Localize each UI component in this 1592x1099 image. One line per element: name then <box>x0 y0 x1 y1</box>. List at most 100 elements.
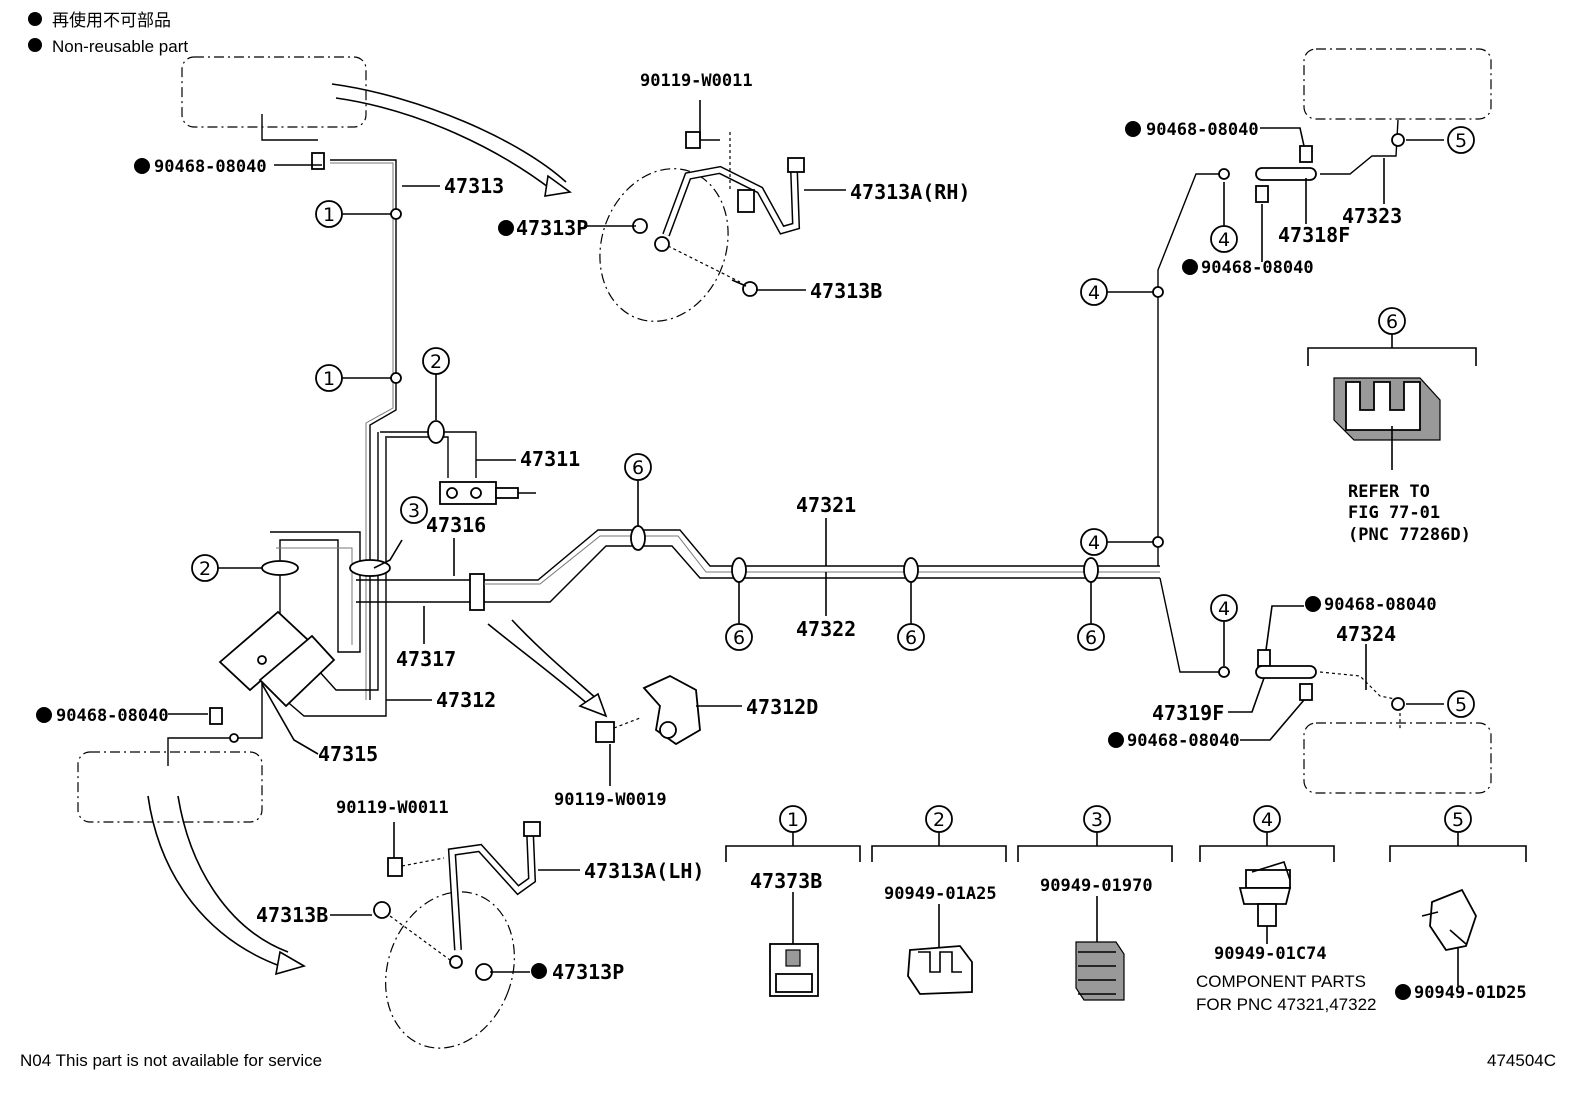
legend-japanese: 再使用不可部品 <box>52 10 171 30</box>
label-47321: 47321 <box>796 493 856 517</box>
svg-text:5: 5 <box>1455 694 1467 716</box>
callout-circles: 1 1 2 2 3 6 6 6 6 4 4 4 4 5 5 6 1 2 3 4 … <box>191 126 1475 833</box>
label-47311: 47311 <box>520 447 580 471</box>
non-reusable-markers <box>36 121 1411 1000</box>
svg-text:6: 6 <box>1085 627 1097 649</box>
label-90119-w0011-top: 90119-W0011 <box>640 71 753 91</box>
svg-text:2: 2 <box>430 351 442 373</box>
callout-1a: 1 <box>315 200 343 228</box>
leader-lines <box>168 100 1459 986</box>
label-refer-pnc: (PNC 77286D) <box>1348 525 1471 545</box>
clip-90949-01970-icon <box>1075 941 1125 1001</box>
flex-hose-rh <box>599 131 805 322</box>
label-47322: 47322 <box>796 617 856 641</box>
svg-text:4: 4 <box>1218 598 1230 620</box>
label-47316: 47316 <box>426 513 486 537</box>
svg-text:1: 1 <box>323 204 335 226</box>
pipe-clips <box>261 133 1405 711</box>
label-90119-w0011-bottom: 90119-W0011 <box>336 798 449 818</box>
label-90468-bottomright-1: 90468-08040 <box>1324 595 1437 615</box>
svg-text:6: 6 <box>1386 311 1398 333</box>
callout-6b: 6 <box>725 623 753 651</box>
svg-text:4: 4 <box>1261 809 1273 831</box>
label-47323: 47323 <box>1342 204 1402 228</box>
ref-box-bottom-left <box>77 751 263 823</box>
svg-text:5: 5 <box>1452 809 1464 831</box>
label-47318f: 47318F <box>1278 223 1350 247</box>
callout-5-header: 5 <box>1444 805 1472 833</box>
label-47324: 47324 <box>1336 622 1396 646</box>
clip-90949-01a25-icon <box>907 945 973 995</box>
label-47313a-rh: 47313A(RH) <box>850 180 970 204</box>
callout-4d: 4 <box>1210 594 1238 622</box>
svg-text:5: 5 <box>1455 130 1467 152</box>
label-90468-left: 90468-08040 <box>56 706 169 726</box>
svg-text:1: 1 <box>323 368 335 390</box>
footer-note: N04 This part is not available for servi… <box>20 1051 322 1070</box>
arrow-top <box>331 83 573 197</box>
callout-5a: 5 <box>1447 126 1475 154</box>
legend-english: Non-reusable part <box>52 37 188 56</box>
clip-6-icon <box>1333 377 1441 441</box>
label-47313a-lh: 47313A(LH) <box>584 859 704 883</box>
callout-4c: 4 <box>1080 528 1108 556</box>
clip-90949-01d25-icon <box>1421 888 1477 952</box>
footer-code: 474504C <box>1487 1051 1556 1070</box>
callout-4-header: 4 <box>1253 805 1281 833</box>
ref-box-bottom-right <box>1303 722 1492 794</box>
label-47317: 47317 <box>396 647 456 671</box>
label-47373b: 47373B <box>750 869 822 893</box>
callout-6a: 6 <box>624 453 652 481</box>
callout-3-header: 3 <box>1083 805 1111 833</box>
label-47313b-bottom: 47313B <box>256 903 328 927</box>
svg-text:6: 6 <box>905 627 917 649</box>
svg-text:4: 4 <box>1088 282 1100 304</box>
component-brackets <box>725 333 1527 862</box>
svg-text:6: 6 <box>632 457 644 479</box>
callout-4b: 4 <box>1210 225 1238 253</box>
fittings <box>209 145 1317 743</box>
clip-90949-01c74-icon <box>1238 861 1292 927</box>
master-cylinder <box>439 481 536 505</box>
label-47319f: 47319F <box>1152 701 1224 725</box>
label-90119-w0019: 90119-W0019 <box>554 790 667 810</box>
arrow-bottom-left <box>147 795 307 976</box>
legend: 再使用不可部品 Non-reusable part <box>28 10 188 56</box>
label-90949-01c74: 90949-01C74 <box>1214 944 1327 964</box>
svg-text:4: 4 <box>1218 229 1230 251</box>
label-90468-bottomright-2: 90468-08040 <box>1127 731 1240 751</box>
label-refer-to: REFER TO <box>1348 482 1430 502</box>
pipe-network <box>167 114 1401 766</box>
clamp-47312d <box>595 674 701 746</box>
label-90468-topright-2: 90468-08040 <box>1201 258 1314 278</box>
callout-1b: 1 <box>315 364 343 392</box>
label-47313p-top: 47313P <box>516 216 588 240</box>
label-47315: 47315 <box>318 742 378 766</box>
label-90949-01d25: 90949-01D25 <box>1414 983 1527 1003</box>
label-90949-01a25: 90949-01A25 <box>884 884 997 904</box>
clip-47373b-icon <box>769 943 819 997</box>
callout-5b: 5 <box>1447 690 1475 718</box>
label-47312: 47312 <box>436 688 496 712</box>
valve-block <box>218 610 336 708</box>
label-for-pnc: FOR PNC 47321,47322 <box>1196 995 1377 1014</box>
callout-1-header: 1 <box>779 805 807 833</box>
ref-box-top-left <box>181 56 367 128</box>
svg-text:2: 2 <box>933 809 945 831</box>
callout-6-header: 6 <box>1378 307 1406 335</box>
callout-6d: 6 <box>1077 623 1105 651</box>
callout-2a: 2 <box>422 347 450 375</box>
svg-text:3: 3 <box>1091 809 1103 831</box>
label-90949-01970: 90949-01970 <box>1040 876 1153 896</box>
ref-box-top-right <box>1303 48 1492 120</box>
arrow-middle <box>487 619 608 718</box>
label-component-parts: COMPONENT PARTS <box>1196 972 1366 991</box>
callout-2b: 2 <box>191 554 219 582</box>
callout-4a: 4 <box>1080 278 1108 306</box>
part-labels: 90119-W0011 47313A(RH) 47313P 47313B 904… <box>56 71 1527 1014</box>
label-refer-fig: FIG 77-01 <box>1348 503 1440 523</box>
label-90468-topleft: 90468-08040 <box>154 157 267 177</box>
callout-2-header: 2 <box>925 805 953 833</box>
svg-text:3: 3 <box>408 500 420 522</box>
